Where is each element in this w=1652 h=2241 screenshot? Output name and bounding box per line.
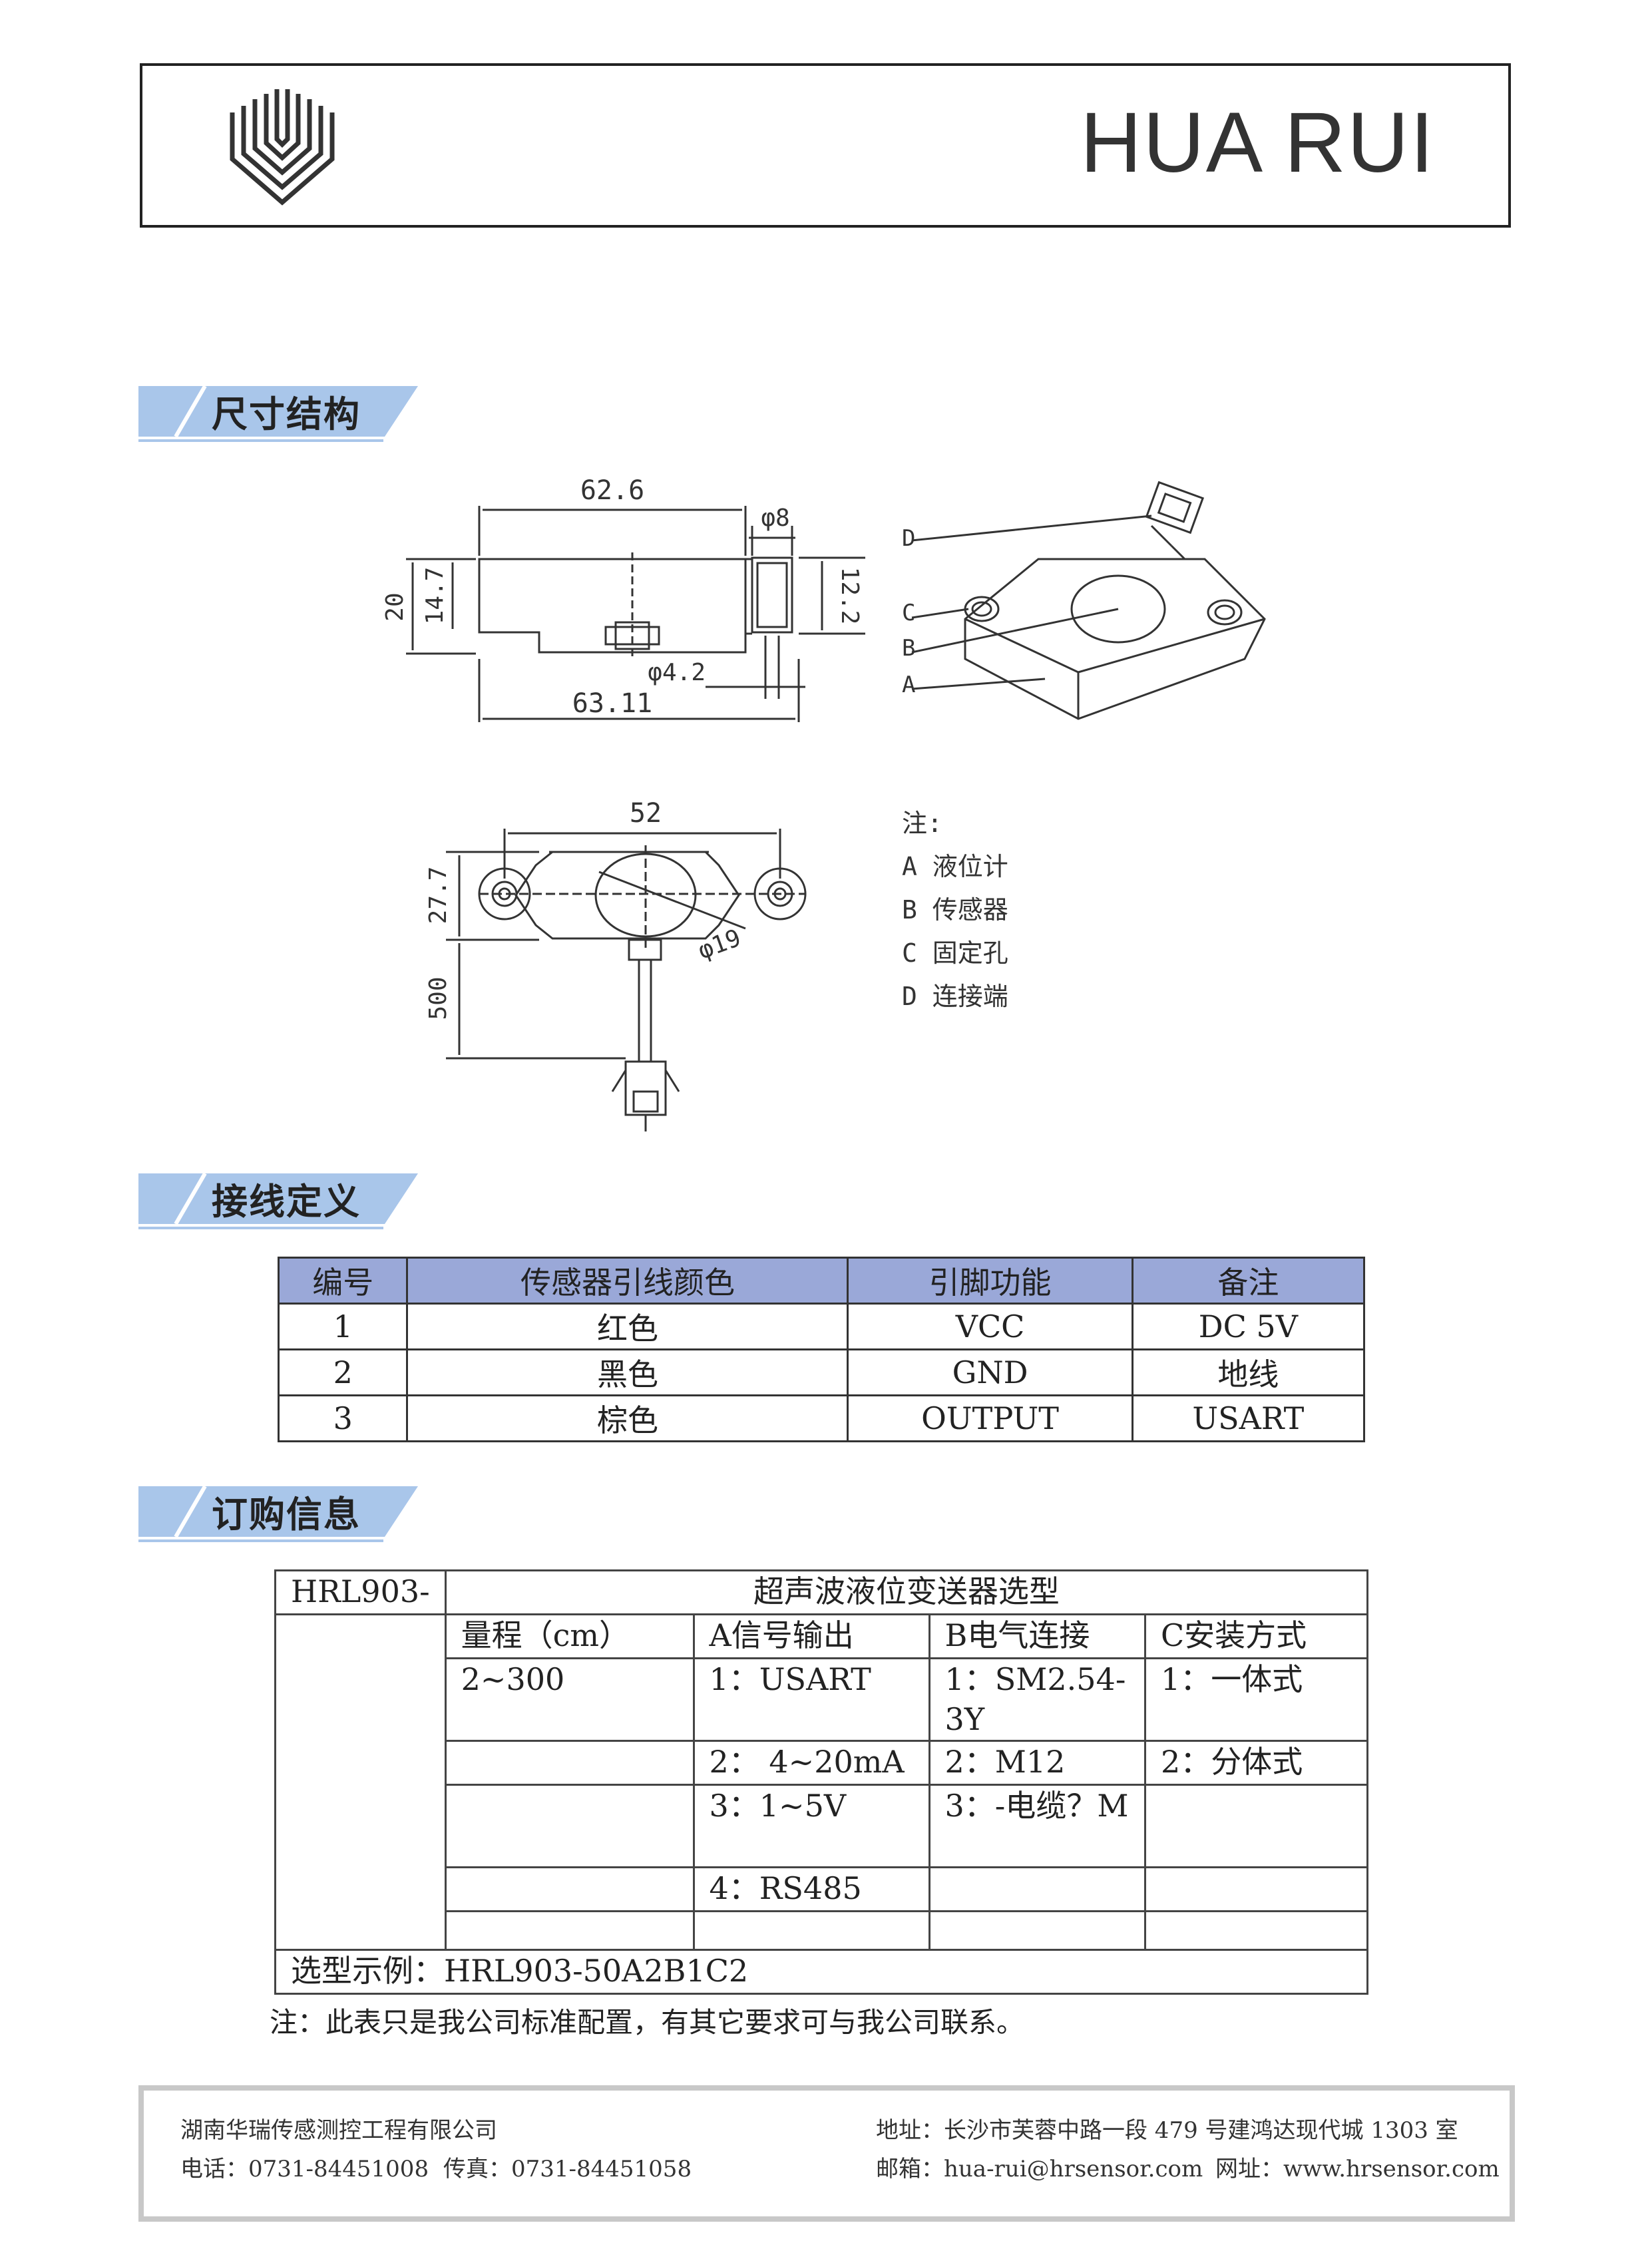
table-cell: GND xyxy=(847,1348,1134,1396)
table-row: 1 红色 VCC DC 5V xyxy=(277,1303,1366,1350)
header-cell: C安装方式 xyxy=(1143,1613,1369,1659)
header-cell: B电气连接 xyxy=(928,1613,1146,1659)
dim-62-6: 62.6 xyxy=(580,475,644,506)
table-cell: 2~300 xyxy=(444,1657,695,1742)
header-cell: 备注 xyxy=(1131,1257,1366,1305)
dim-12-2: 12.2 xyxy=(836,567,863,625)
table-row: 选型示例：HRL903-50A2B1C2 xyxy=(274,1949,1368,1995)
footer-fax: 传真：0731-84451058 xyxy=(443,2156,692,2182)
table-row: 2 黑色 GND 地线 xyxy=(277,1348,1366,1396)
section-banner-dimensions: 尺寸结构 xyxy=(138,381,418,442)
table-cell xyxy=(928,1910,1146,1951)
table-cell: DC 5V xyxy=(1131,1303,1366,1350)
table-row: 2： 4~20mA 2：M12 2：分体式 xyxy=(276,1740,1369,1786)
table-header-row: 编号 传感器引线颜色 引脚功能 备注 xyxy=(277,1257,1366,1305)
dim-52: 52 xyxy=(630,798,662,829)
legend-item-d: D 连接端 xyxy=(902,982,1008,1011)
iso-label-a: A xyxy=(902,672,915,698)
wiring-table: 编号 传感器引线颜色 引脚功能 备注 1 红色 VCC DC 5V 2 黑色 G… xyxy=(277,1257,1366,1442)
table-cell: 3：-电缆？M xyxy=(928,1784,1146,1868)
table-cell: 1：SM2.54-3Y xyxy=(928,1657,1146,1742)
table-row xyxy=(276,1910,1369,1951)
table-cell: OUTPUT xyxy=(847,1394,1134,1442)
footer-company: 湖南华瑞传感测控工程有限公司 xyxy=(180,2117,497,2144)
header-cell: 引脚功能 xyxy=(847,1257,1134,1305)
dim-63-11: 63.11 xyxy=(572,688,652,719)
table-cell: 3 xyxy=(277,1394,409,1442)
section-banner-ordering: 订购信息 xyxy=(138,1481,418,1542)
table-cell xyxy=(444,1866,695,1912)
header-cell: A信号输出 xyxy=(692,1613,930,1659)
iso-label-c: C xyxy=(902,600,915,626)
table-cell: 红色 xyxy=(406,1303,849,1350)
table-row: 4：RS485 xyxy=(276,1866,1369,1912)
table-cell xyxy=(692,1910,930,1951)
table-cell xyxy=(444,1740,695,1786)
header-cell: 编号 xyxy=(277,1257,409,1305)
dim-phi19: φ19 xyxy=(695,924,745,965)
brand-name: HUA RUI xyxy=(1080,95,1435,190)
header-cell: 传感器引线颜色 xyxy=(406,1257,849,1305)
dim-phi4-2: φ4.2 xyxy=(648,659,706,686)
table-cell: USART xyxy=(1131,1394,1366,1442)
dimension-drawing: 62.6 φ8 20 14.7 12.2 φ4.2 63.11 52 27.7 … xyxy=(381,475,1266,1131)
table-cell: VCC xyxy=(847,1303,1134,1350)
section-banner-wiring: 接线定义 xyxy=(138,1168,418,1229)
footer-address: 地址：长沙市芙蓉中路一段 479 号建鸿达现代城 1303 室 xyxy=(876,2117,1458,2144)
header-cell: 量程（cm） xyxy=(444,1613,695,1659)
table-row: HRL903- 超声波液位变送器选型 xyxy=(274,1569,1369,1615)
dim-phi8: φ8 xyxy=(761,505,789,532)
order-note: 注：此表只是我公司标准配置，有其它要求可与我公司联系。 xyxy=(270,2006,1025,2039)
table-cell: 4：RS485 xyxy=(692,1866,930,1912)
table-cell: 3：1~5V xyxy=(692,1784,930,1868)
section-title: 接线定义 xyxy=(212,1181,361,1223)
table-header-row: 量程（cm） A信号输出 B电气连接 C安装方式 xyxy=(274,1613,1369,1951)
legend-item-c: C 固定孔 xyxy=(902,938,1008,968)
table-cell xyxy=(1143,1866,1369,1912)
dim-500: 500 xyxy=(425,976,452,1020)
legend-title: 注: xyxy=(902,809,942,838)
table-cell: 黑色 xyxy=(406,1348,849,1396)
table-cell: 2 xyxy=(277,1348,409,1396)
section-title: 订购信息 xyxy=(212,1494,361,1535)
table-row: 3 棕色 OUTPUT USART xyxy=(277,1394,1366,1442)
order-title-cell: 超声波液位变送器选型 xyxy=(444,1569,1369,1615)
table-cell xyxy=(444,1910,695,1951)
table-cell xyxy=(928,1866,1146,1912)
table-cell xyxy=(1143,1784,1369,1868)
table-cell: 1 xyxy=(277,1303,409,1350)
model-cell: HRL903- xyxy=(274,1569,447,1615)
legend-item-b: B 传感器 xyxy=(902,895,1008,924)
dim-27-7: 27.7 xyxy=(425,867,452,924)
footer-email: 邮箱：hua-rui@hrsensor.com xyxy=(876,2156,1203,2182)
footer-website: 网址：www.hrsensor.com xyxy=(1215,2156,1500,2182)
dim-20: 20 xyxy=(381,592,409,621)
iso-label-d: D xyxy=(902,525,915,552)
table-cell: 2：分体式 xyxy=(1143,1740,1369,1786)
blank-cell xyxy=(274,1613,447,1951)
table-row: 2~300 1：USART 1：SM2.54-3Y 1：一体式 xyxy=(276,1657,1369,1742)
table-cell xyxy=(444,1784,695,1868)
table-cell: 地线 xyxy=(1131,1348,1366,1396)
table-cell: 棕色 xyxy=(406,1394,849,1442)
legend-item-a: A 液位计 xyxy=(902,852,1008,881)
dim-14-7: 14.7 xyxy=(421,567,449,625)
iso-label-b: B xyxy=(902,635,915,662)
order-table: HRL903- 超声波液位变送器选型 量程（cm） A信号输出 B电气连接 C安… xyxy=(274,1569,1369,1995)
table-row: 3：1~5V 3：-电缆？M xyxy=(276,1784,1369,1868)
company-logo xyxy=(230,89,335,206)
table-cell: 2：M12 xyxy=(928,1740,1146,1786)
header-box: HUA RUI xyxy=(140,63,1511,228)
example-cell: 选型示例：HRL903-50A2B1C2 xyxy=(274,1949,1368,1995)
table-cell: 1：一体式 xyxy=(1143,1657,1369,1742)
table-cell: 1：USART xyxy=(692,1657,930,1742)
table-cell xyxy=(1143,1910,1369,1951)
footer-phone: 电话：0731-84451008 xyxy=(180,2156,429,2182)
section-title: 尺寸结构 xyxy=(212,393,361,435)
footer: 湖南华瑞传感测控工程有限公司 电话：0731-84451008 传真：0731-… xyxy=(138,2085,1515,2222)
table-cell: 2： 4~20mA xyxy=(692,1740,930,1786)
